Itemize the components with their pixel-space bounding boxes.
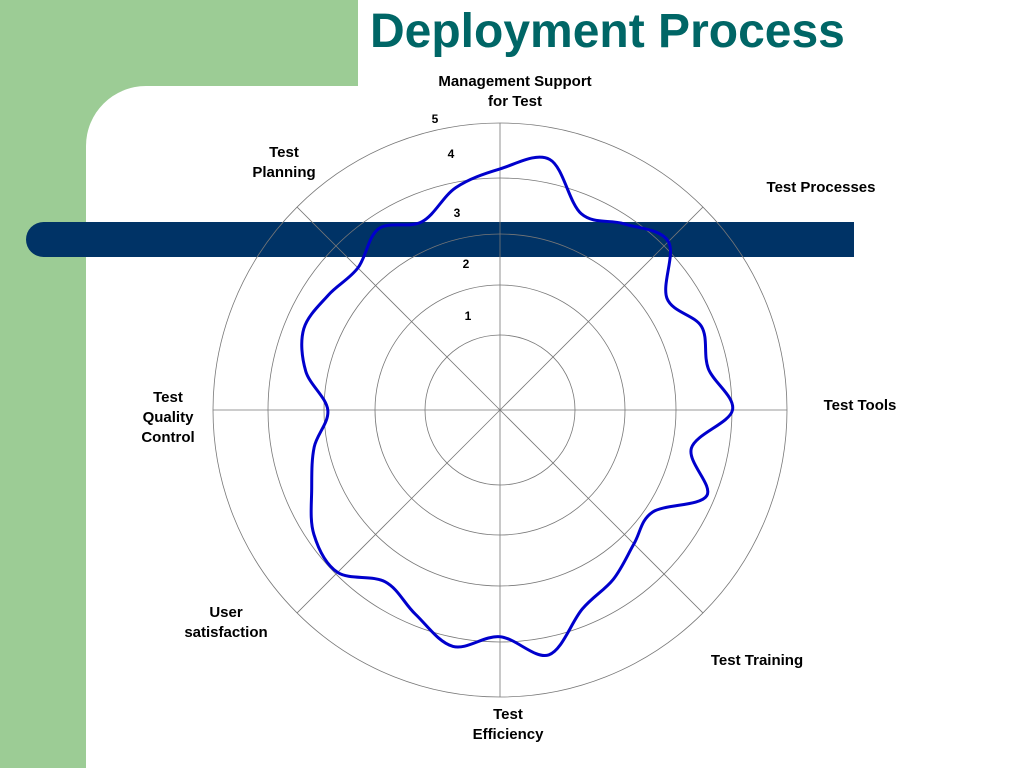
ring-label: 4 (448, 147, 455, 161)
slide-title: Deployment Process (370, 5, 845, 58)
axis-label: Test Training (711, 652, 803, 669)
axis-spoke (499, 206, 704, 411)
navy-accent-bar (26, 222, 854, 257)
axis-spoke (499, 409, 704, 614)
axis-label: Test Processes (767, 179, 876, 196)
ring-label: 2 (463, 257, 470, 271)
ring-label: 3 (454, 206, 461, 220)
axis-spoke (296, 409, 501, 614)
radar-grid (212, 122, 788, 698)
ring-label: 1 (465, 309, 472, 323)
series-line-0 (300, 155, 735, 657)
axis-spoke (296, 206, 501, 411)
ring-label: 5 (432, 112, 439, 126)
radar-series (300, 155, 735, 657)
content-panel (86, 86, 1024, 768)
axis-label: Test Tools (824, 397, 897, 414)
